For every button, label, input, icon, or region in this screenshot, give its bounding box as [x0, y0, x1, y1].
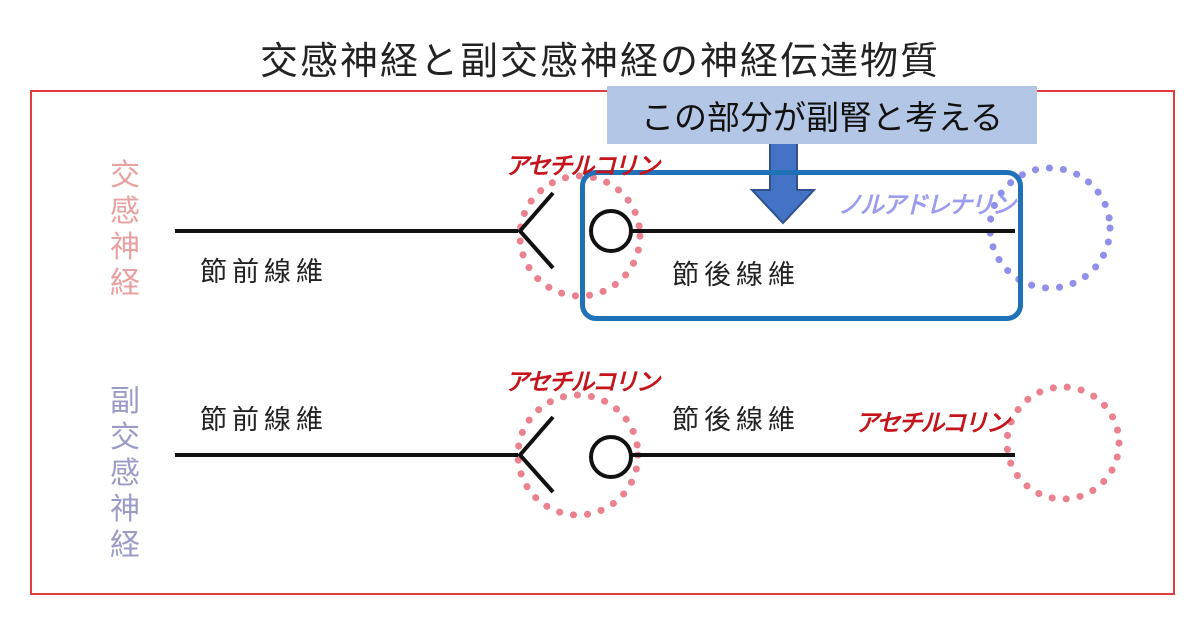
sympathetic-ganglion-transmitter: アセチルコリン [505, 152, 660, 180]
sympathetic-postganglionic-label: 節後線維 [672, 260, 800, 291]
adrenal-callout: この部分が副腎と考える [607, 86, 1037, 144]
sympathetic-terminal-synapse-circle [986, 164, 1114, 292]
sympathetic-terminal-transmitter: ノルアドレナリン [838, 191, 1016, 219]
parasympathetic-preganglionic-label: 節前線維 [200, 405, 328, 436]
sympathetic-axon-terminal [517, 191, 555, 270]
parasympathetic-postganglionic-label: 節後線維 [672, 405, 800, 436]
sympathetic-ganglion-synapse-circle [516, 172, 644, 300]
sympathetic-preganglionic-label: 節前線維 [200, 257, 328, 288]
parasympathetic-axon-terminal [517, 415, 555, 494]
adrenal-highlight-box [580, 170, 1023, 321]
parasympathetic-ganglion-cell [589, 435, 633, 479]
diagram-frame [30, 90, 1175, 595]
parasympathetic-ganglion-transmitter: アセチルコリン [505, 368, 660, 396]
parasympathetic-label: 副交感神経 [110, 384, 140, 563]
sympathetic-label: 交感神経 [110, 158, 140, 301]
parasympathetic-terminal-transmitter: アセチルコリン [855, 409, 1010, 437]
down-arrow-icon [749, 142, 817, 225]
diagram-title: 交感神経と副交感神経の神経伝達物質 [259, 39, 940, 83]
parasympathetic-terminal-synapse-circle [1003, 383, 1123, 503]
